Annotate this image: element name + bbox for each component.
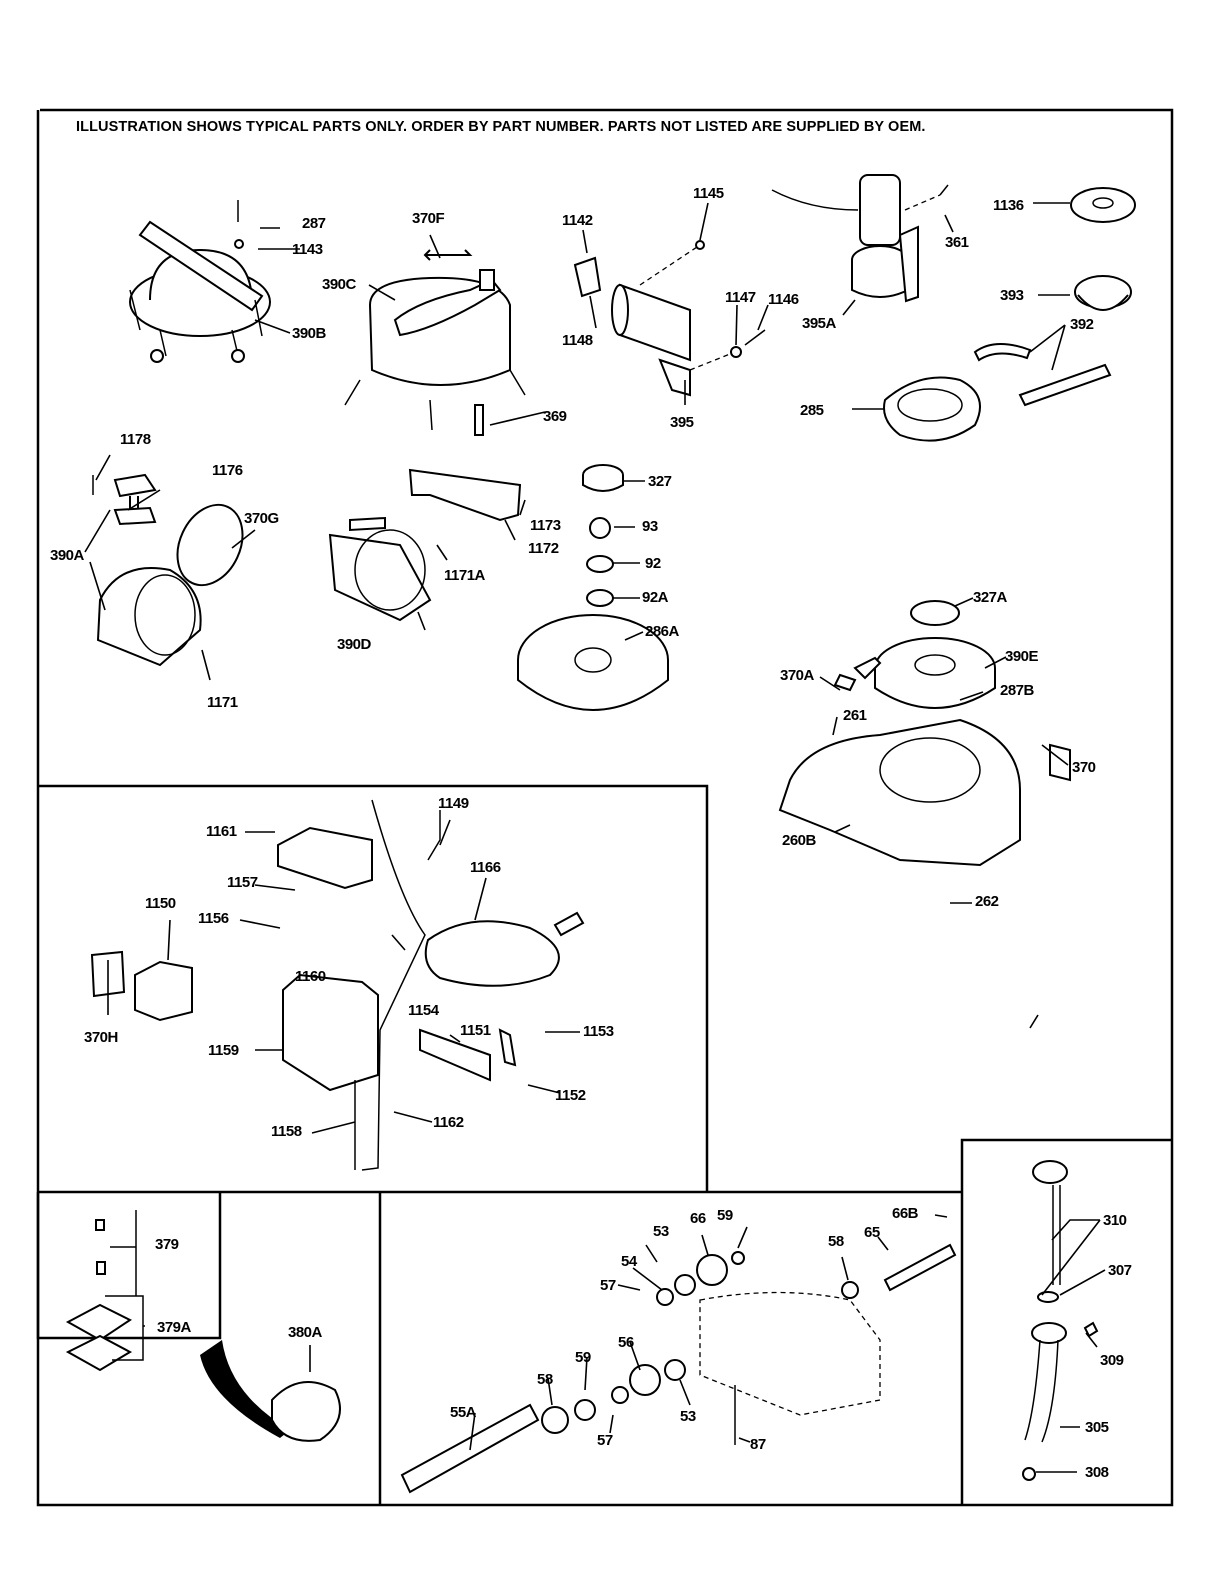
callout-361: 361 (945, 234, 969, 251)
callout-395a: 395A (802, 315, 836, 332)
leader-lines (84, 202, 1106, 1473)
callout-93: 93 (642, 518, 658, 535)
callout-92a: 92A (642, 589, 669, 606)
callout-66b: 66B (892, 1205, 919, 1222)
callout-390c: 390C (322, 276, 356, 293)
callout-1171: 1171 (207, 694, 238, 711)
callout-1153: 1153 (583, 1023, 614, 1040)
callout-286a: 286A (645, 623, 679, 640)
callout-327a: 327A (973, 589, 1007, 606)
outer-frame (36, 108, 1174, 1507)
callout-54: 54 (621, 1253, 637, 1270)
callout-395: 395 (670, 414, 694, 431)
callout-1136: 1136 (993, 197, 1024, 214)
callout-379: 379 (155, 1236, 179, 1253)
callout-56: 56 (618, 1334, 634, 1351)
callout-1160: 1160 (295, 968, 326, 985)
callout-380a: 380A (288, 1324, 322, 1341)
callout-1142: 1142 (562, 212, 593, 229)
callout-92: 92 (645, 555, 661, 572)
callout-1148-left: 1148 (562, 332, 593, 349)
part-oil-fill-drawing (1022, 1160, 1099, 1481)
callout-393: 393 (1000, 287, 1024, 304)
battery-panel-border (38, 784, 709, 1192)
callout-390e: 390E (1005, 648, 1039, 665)
callout-1161-cover: 1161 (206, 823, 237, 840)
callout-370a: 370A (780, 667, 814, 684)
part-390d-starter-drawing (328, 468, 522, 622)
callout-370f: 370F (412, 210, 445, 227)
callout-1158: 1158 (271, 1123, 302, 1140)
callout-390d: 390D (337, 636, 371, 653)
part-390a-recoil-drawing (92, 473, 244, 667)
callout-370g: 370G (244, 510, 279, 527)
header-note: ILLUSTRATION SHOWS TYPICAL PARTS ONLY. O… (76, 119, 926, 135)
callout-1154: 1154 (408, 1002, 439, 1019)
callout-1156: 1156 (198, 910, 229, 927)
callout-59-top: 59 (717, 1207, 733, 1224)
callout-65: 65 (864, 1224, 880, 1241)
part-battery-section-drawing (90, 799, 585, 1171)
callout-1149: 1149 (438, 795, 469, 812)
callout-1145: 1145 (693, 185, 724, 202)
callout-1178: 1178 (120, 431, 151, 448)
callout-55a: 55A (450, 1404, 477, 1421)
callout-307: 307 (1108, 1262, 1132, 1279)
callout-370h: 370H (84, 1029, 118, 1046)
callout-261: 261 (843, 707, 867, 724)
callout-390b: 390B (292, 325, 326, 342)
callout-327: 327 (648, 473, 672, 490)
callout-1150: 1150 (145, 895, 176, 912)
part-carburetor-kit-drawing (65, 1210, 341, 1442)
callout-379a: 379A (157, 1319, 191, 1336)
callout-57-bottom: 57 (597, 1432, 613, 1449)
callout-305: 305 (1085, 1419, 1109, 1436)
callout-1173: 1173 (530, 517, 561, 534)
part-390c-starter-drawing (344, 249, 526, 436)
callout-1147: 1147 (725, 289, 756, 306)
callout-310: 310 (1103, 1212, 1127, 1229)
callout-308: 308 (1085, 1464, 1109, 1481)
part-gear-reduction-drawing (400, 1243, 957, 1494)
callout-390a: 390A (50, 547, 84, 564)
callout-1176: 1176 (212, 462, 243, 479)
callout-66: 66 (690, 1210, 706, 1227)
callout-287b: 287B (1000, 682, 1034, 699)
callout-58-right: 58 (828, 1233, 844, 1250)
callout-57-top: 57 (600, 1277, 616, 1294)
callout-1162: 1162 (433, 1114, 464, 1131)
callout-1151: 1151 (460, 1022, 491, 1039)
callout-1166: 1166 (470, 859, 501, 876)
part-blower-housing-drawing (778, 600, 1071, 867)
callout-1152: 1152 (555, 1087, 586, 1104)
callout-53-bottom: 53 (680, 1408, 696, 1425)
callout-309: 309 (1100, 1352, 1124, 1369)
callout-287: 287 (302, 215, 326, 232)
parts-right-column-top-drawing (883, 187, 1136, 442)
callout-1157: 1157 (227, 874, 258, 891)
oil-panel-border (960, 1138, 1172, 1505)
callout-370: 370 (1072, 759, 1096, 776)
callout-369: 369 (543, 408, 567, 425)
part-390b-starter-drawing (129, 200, 271, 363)
callout-1159: 1159 (208, 1042, 239, 1059)
callout-1171a: 1171A (444, 567, 485, 584)
callout-262: 262 (975, 893, 999, 910)
callout-1172: 1172 (528, 540, 559, 557)
part-395-starter-motor-drawing (573, 240, 766, 397)
part-flywheel-stack-drawing (517, 464, 669, 711)
panel-frames (36, 108, 1174, 1507)
callout-1146: 1146 (768, 291, 799, 308)
callout-285: 285 (800, 402, 824, 419)
carb-kit-box (36, 1192, 222, 1340)
callout-1143: 1143 (292, 241, 323, 258)
callout-87: 87 (750, 1436, 766, 1453)
callout-392: 392 (1070, 316, 1094, 333)
callout-260b: 260B (782, 832, 816, 849)
callout-58-left: 58 (537, 1371, 553, 1388)
part-395a-starter-drawing (771, 174, 949, 303)
callout-53-top: 53 (653, 1223, 669, 1240)
callout-59-bottom: 59 (575, 1349, 591, 1366)
